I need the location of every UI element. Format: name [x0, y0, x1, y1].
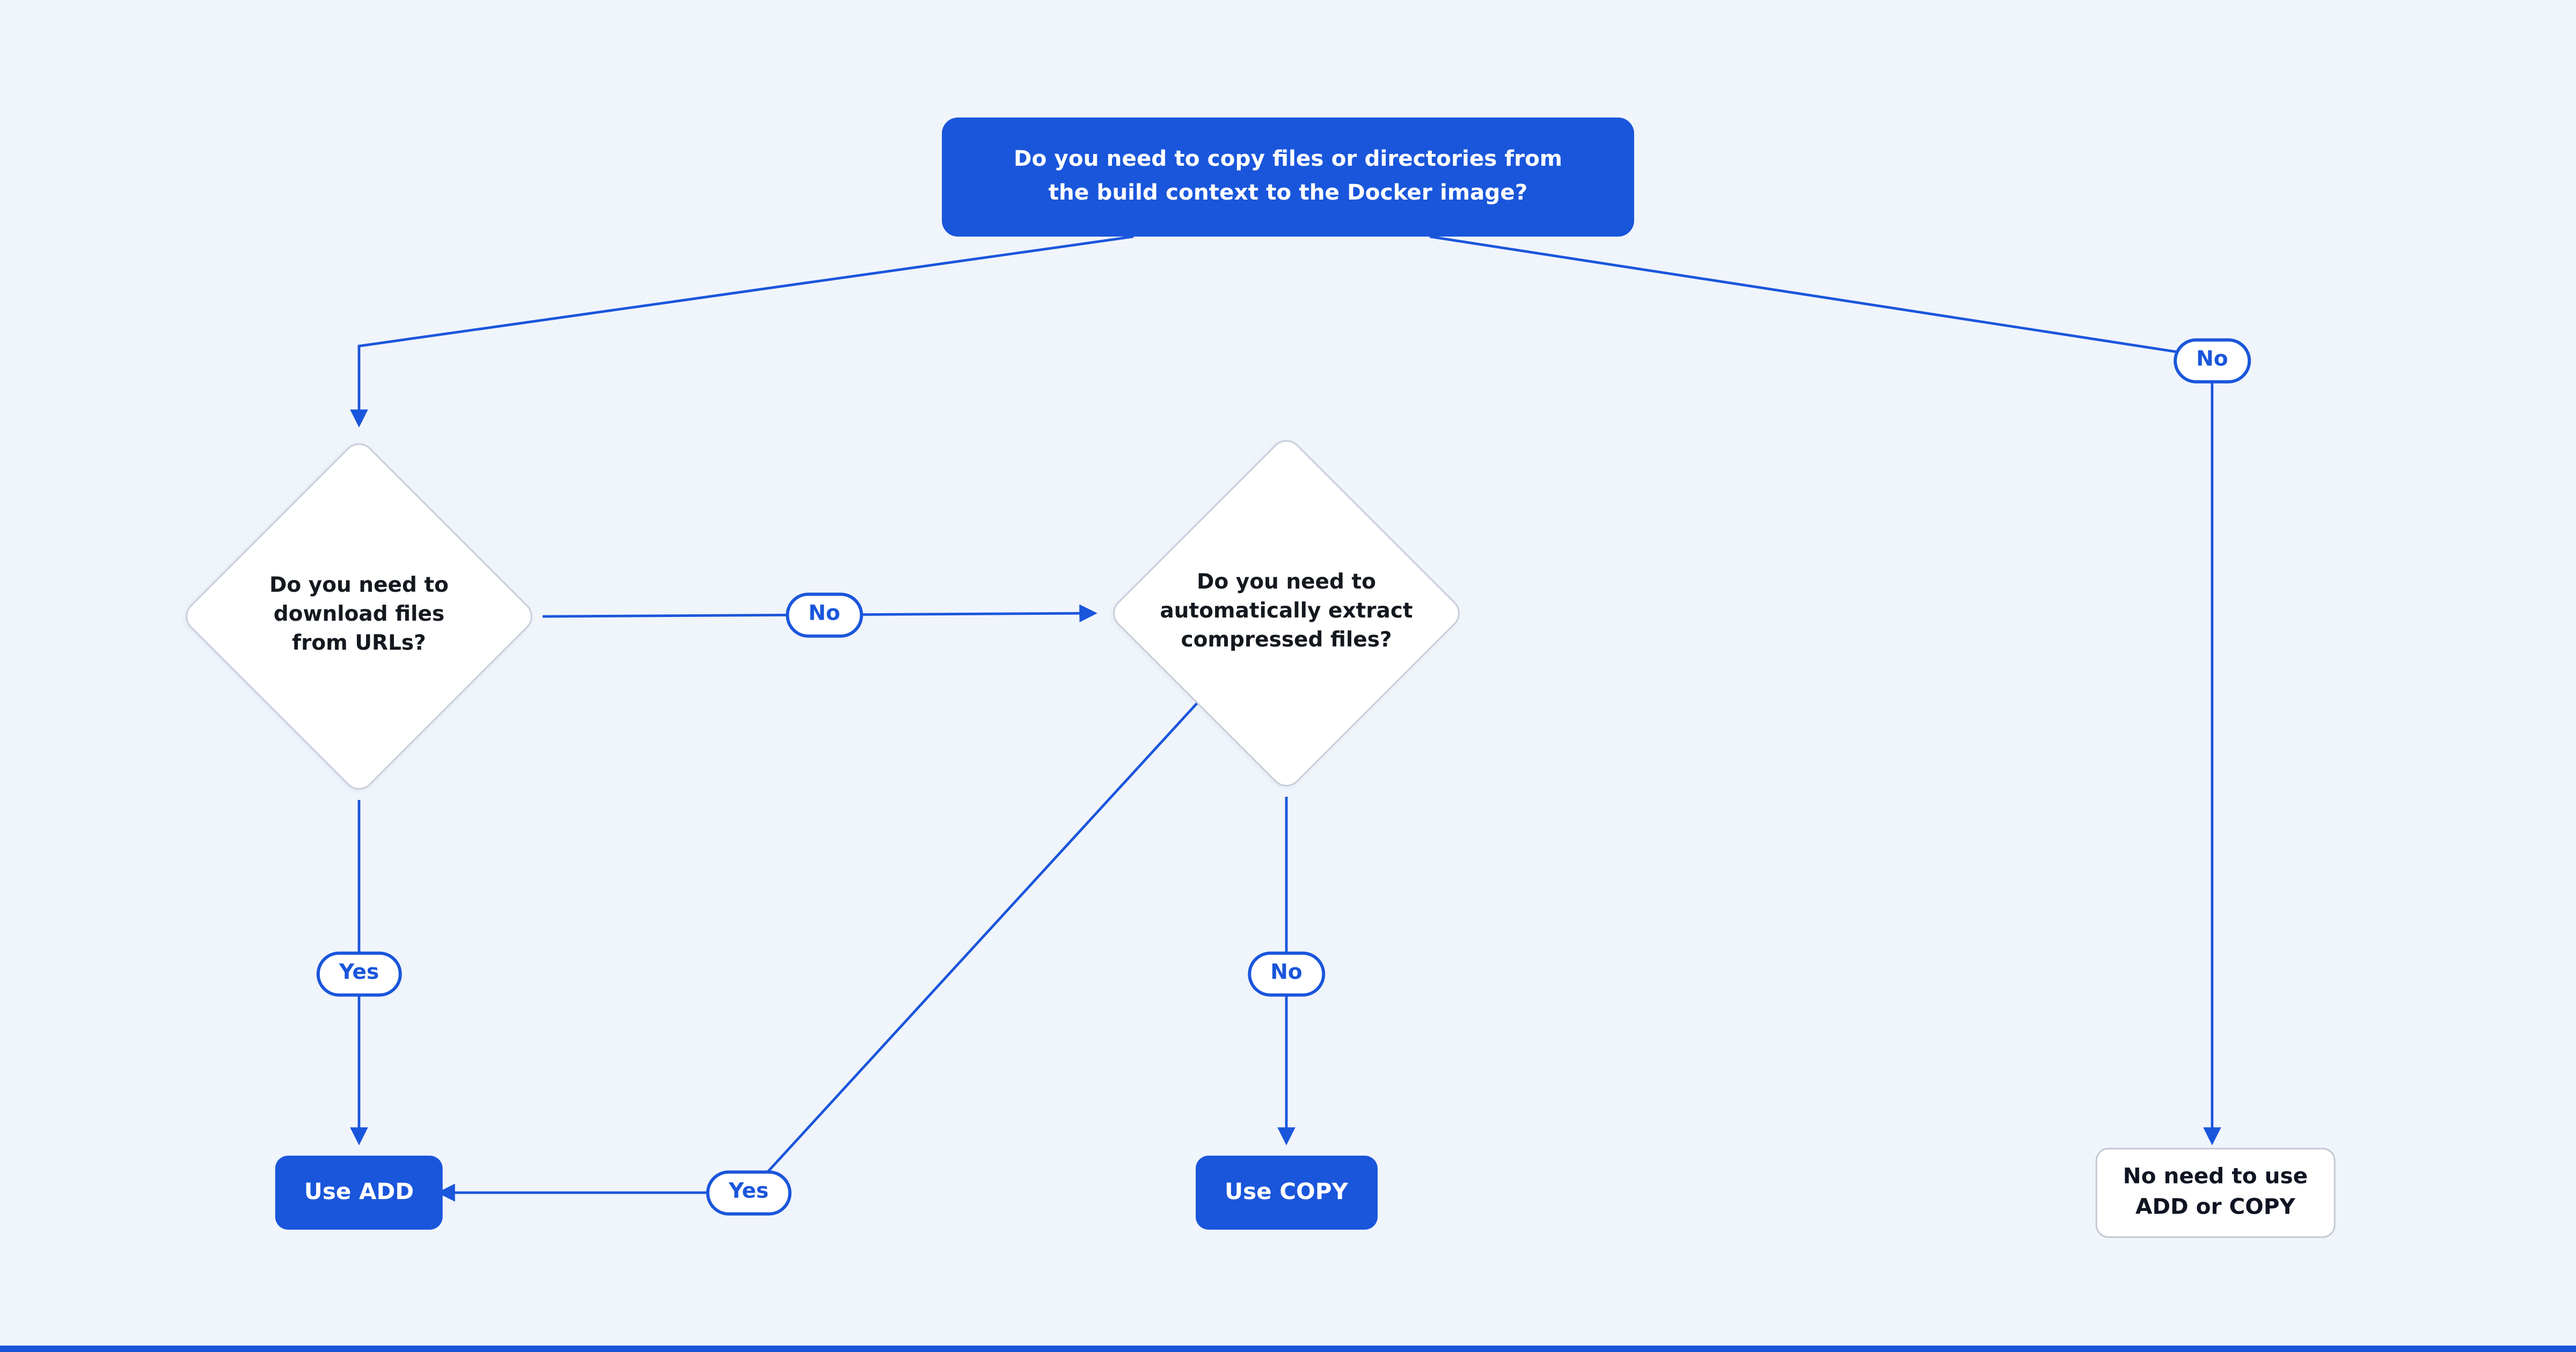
- edge-root-to-no-need: [1429, 235, 2221, 1145]
- edge-label-yes-download: Yes: [316, 951, 402, 996]
- decision-extract-label: Do you need to automatically extract com…: [1160, 571, 1413, 654]
- result-use-copy-node: Use COPY: [1196, 1156, 1377, 1230]
- decision-download-label: Do you need to download files from URLs?: [269, 574, 449, 657]
- footer-accent-bar: [0, 1346, 2576, 1352]
- edge-label-no-root: No: [2174, 338, 2251, 383]
- root-question-node: Do you need to copy files or directories…: [942, 117, 1634, 237]
- result-use-add-node: Use ADD: [275, 1156, 443, 1230]
- result-no-need-node: No need to use ADD or COPY: [2095, 1148, 2336, 1238]
- edge-label-no-extract: No: [1248, 951, 1325, 996]
- edge-label-yes-extract: Yes: [706, 1170, 792, 1215]
- edge-root-to-download: [350, 235, 1134, 428]
- edge-label-no-download: No: [786, 592, 863, 637]
- edge-extract-to-use-add: [437, 694, 1205, 1202]
